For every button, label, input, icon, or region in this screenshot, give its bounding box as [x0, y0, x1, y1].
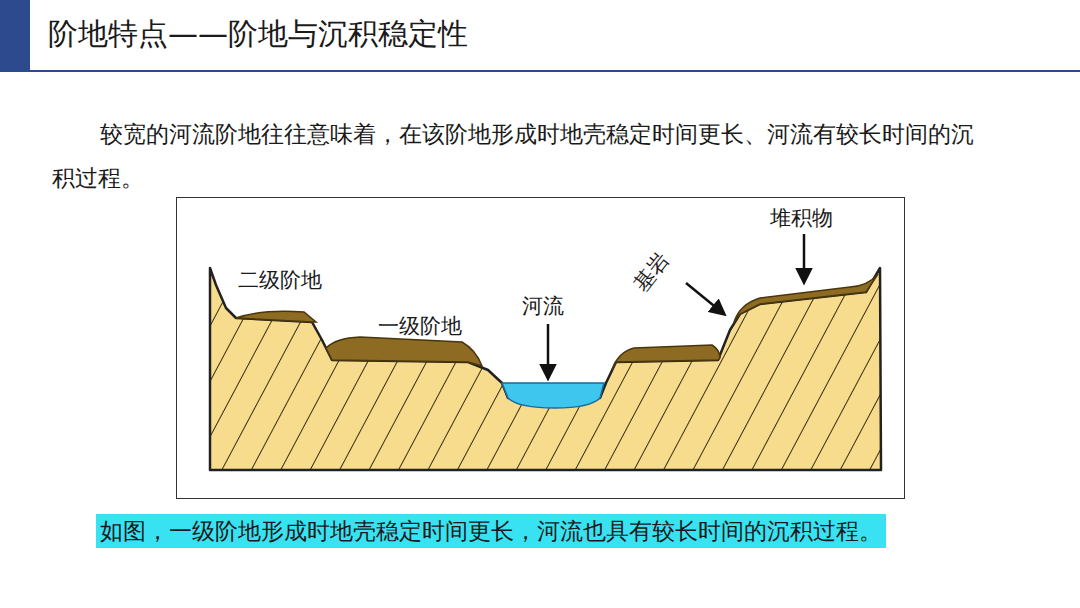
terrace-label: 二级阶地	[238, 266, 322, 294]
sediment-terrace-1-right	[612, 345, 720, 370]
highlight-caption: 如图，一级阶地形成时地壳稳定时间更长，河流也具有较长时间的沉积过程。	[96, 514, 886, 548]
sediment-label: 堆积物	[770, 204, 833, 232]
sediment-terrace-2-right	[734, 274, 878, 322]
header-rule	[0, 70, 1080, 72]
river-water	[502, 383, 604, 408]
river-label: 河流	[522, 292, 564, 320]
leader-arrow	[803, 234, 806, 282]
bedrock	[210, 268, 881, 470]
leader-arrow	[686, 283, 724, 314]
sediment-terrace-1-left	[326, 337, 482, 366]
slide-title: 阶地特点——阶地与沉积稳定性	[48, 14, 468, 54]
leader-arrow	[547, 324, 550, 378]
body-paragraph: 较宽的河流阶地往往意味着，在该阶地形成时地壳稳定时间更长、河流有较长时间的沉积过…	[52, 112, 982, 200]
header-bar	[0, 0, 30, 70]
terrace-label: 一级阶地	[378, 312, 462, 340]
sediment-terrace-2-left	[236, 311, 316, 322]
figure-frame	[177, 198, 905, 499]
